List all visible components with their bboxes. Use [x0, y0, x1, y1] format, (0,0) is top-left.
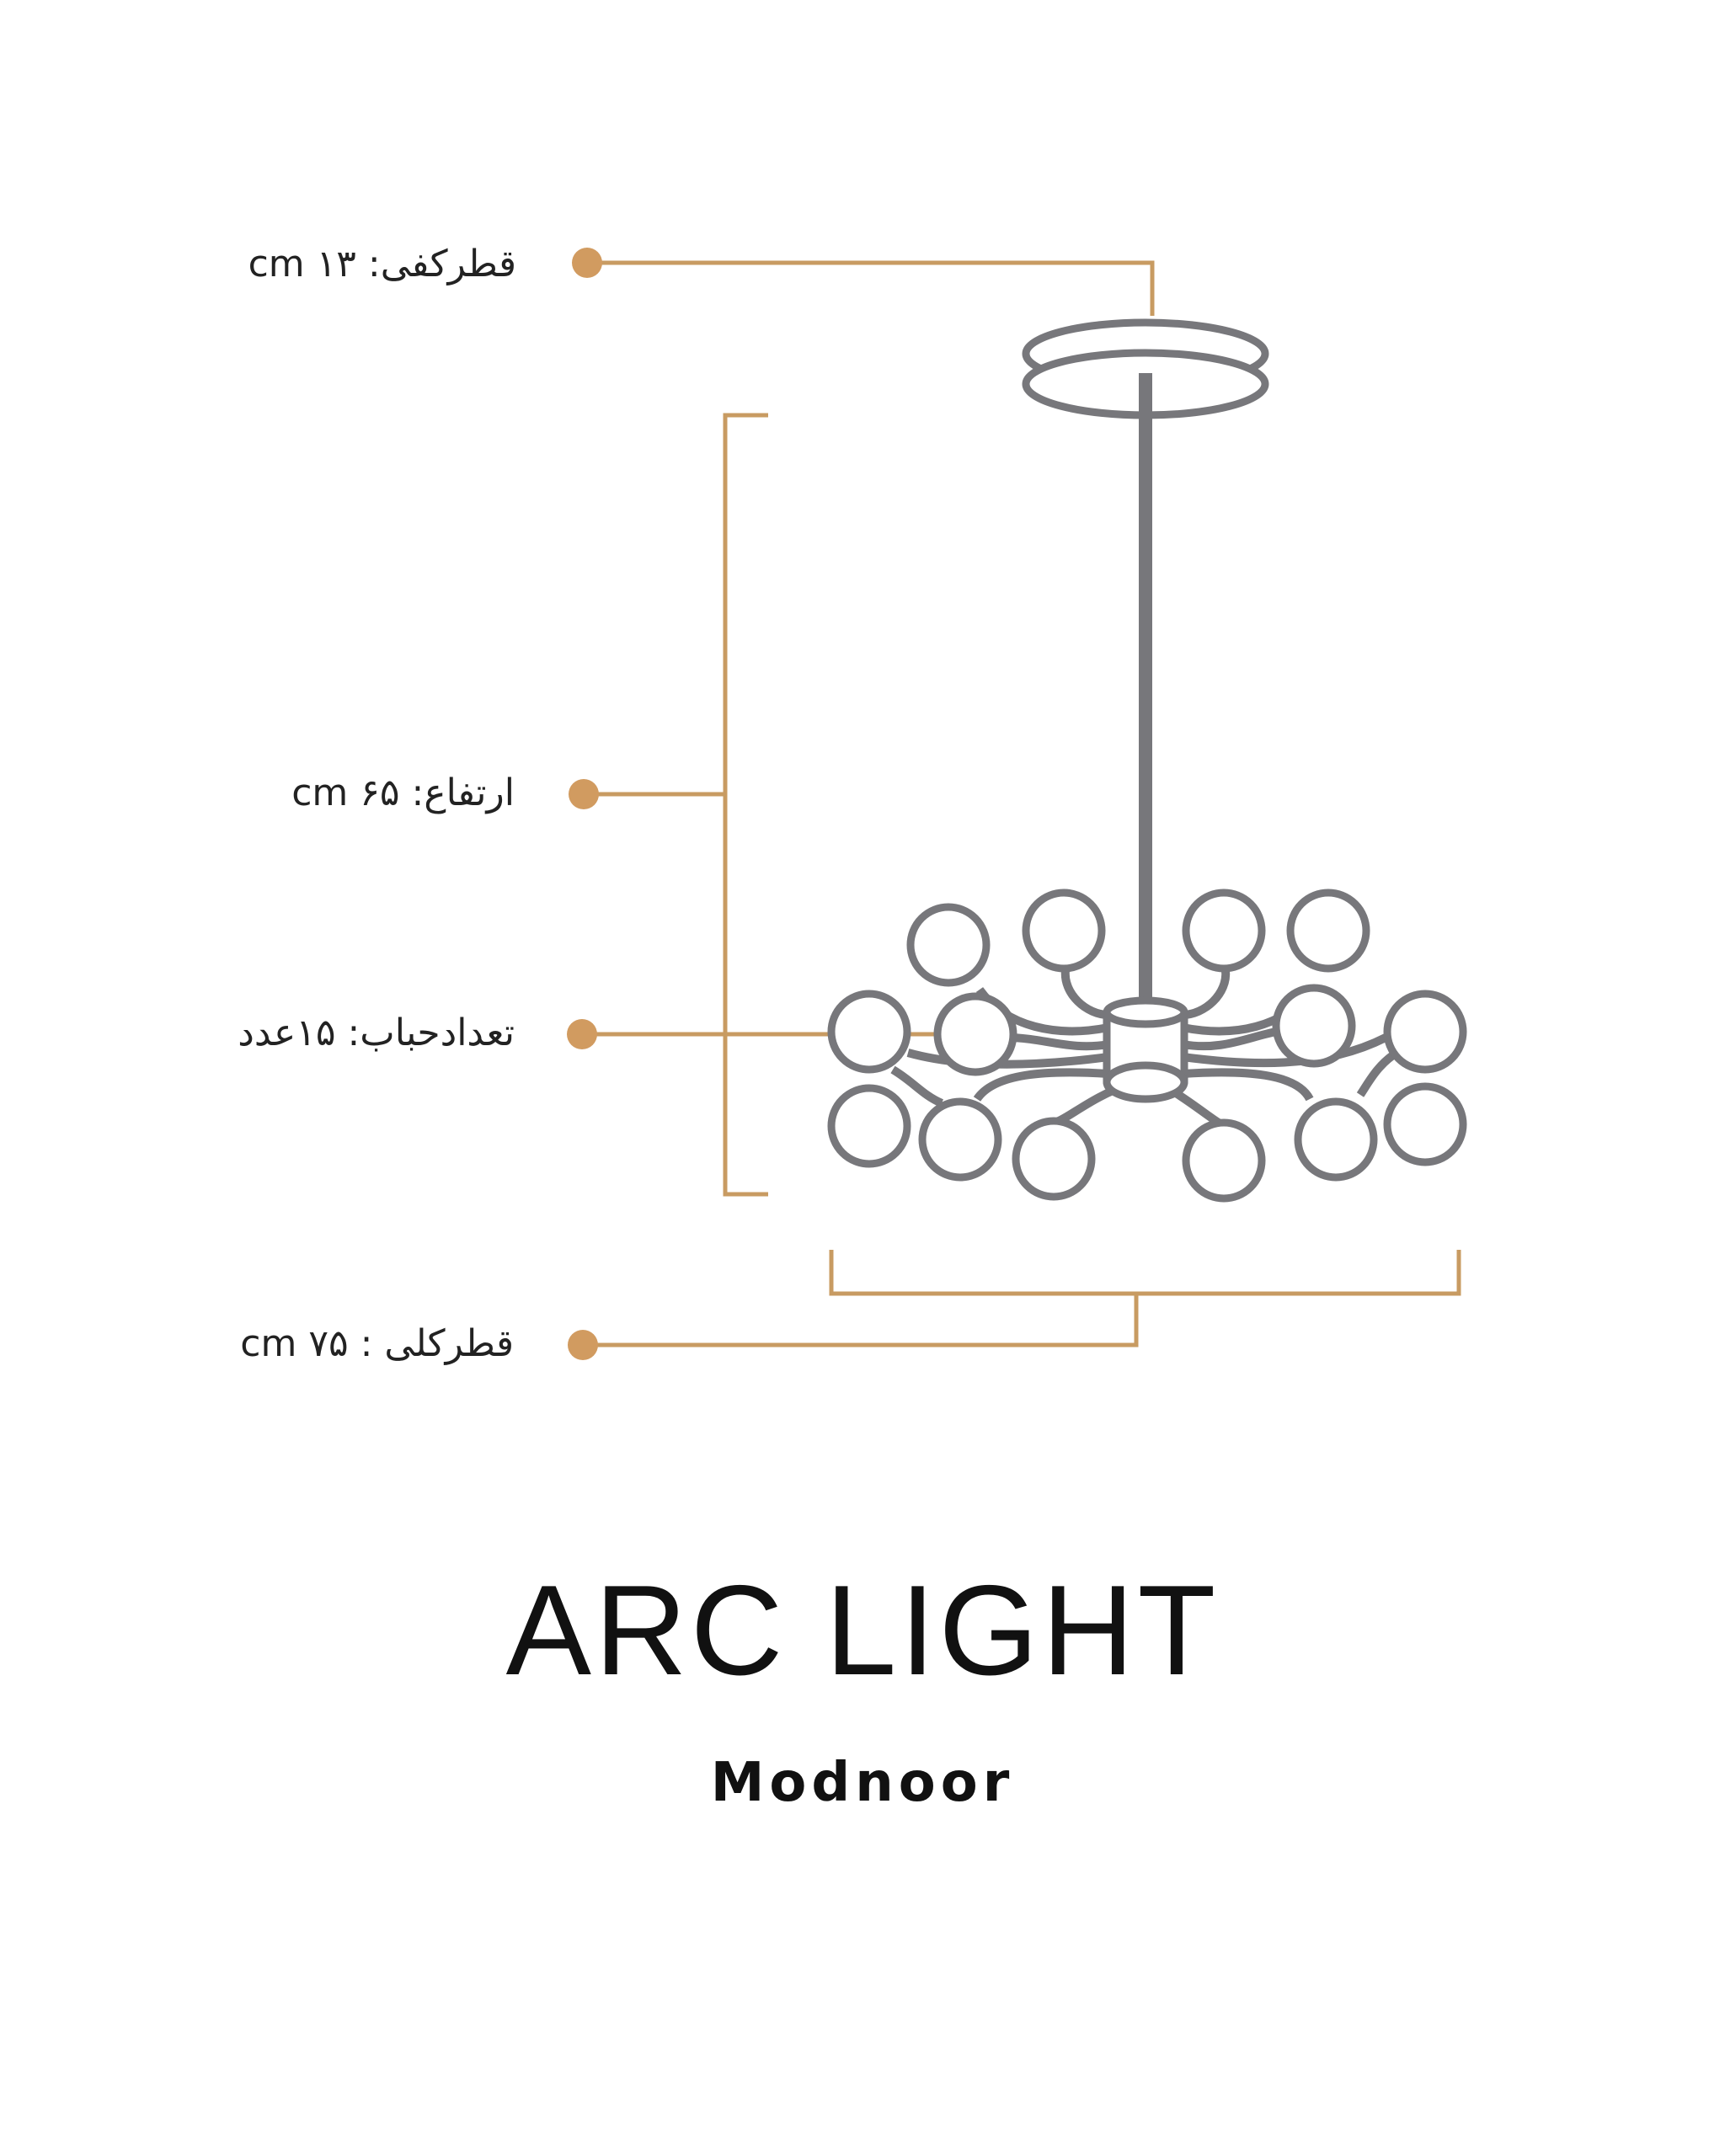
- arm: [890, 1065, 944, 1107]
- height-bracket: [723, 413, 768, 1197]
- canopy-marker-dot: [572, 248, 602, 278]
- bulb-marker-dot: [567, 1019, 597, 1049]
- globe: [1383, 1082, 1467, 1166]
- globe: [1182, 889, 1266, 973]
- arm: [1356, 1049, 1399, 1097]
- arm: [1182, 969, 1231, 1019]
- arm: [1060, 969, 1109, 1019]
- hub-top: [1103, 996, 1188, 1028]
- height-label: ارتفاع: ۶۵ cm: [291, 771, 515, 814]
- globe: [1383, 990, 1467, 1074]
- globe: [933, 992, 1017, 1076]
- canopy-leader-line: [588, 260, 1155, 316]
- globe: [827, 990, 911, 1074]
- canopy-diameter-label: قطرکفی: ۱۳ cm: [248, 243, 516, 286]
- globe: [1022, 889, 1106, 973]
- brand-logo: Modnoor: [710, 1752, 1015, 1814]
- diameter-bracket: [829, 1250, 1461, 1296]
- arm: [1182, 1027, 1277, 1051]
- globes: [827, 889, 1467, 1203]
- globe: [1182, 1118, 1266, 1203]
- chandelier-fixture: [827, 318, 1467, 1203]
- height-marker-dot: [569, 779, 599, 809]
- arm: [973, 1068, 1109, 1102]
- arm: [1182, 1033, 1388, 1068]
- hub-bottom: [1103, 1061, 1188, 1103]
- globe: [1294, 1097, 1378, 1182]
- bulb-count-label: تعدادحباب: ۱۵عدد: [238, 1011, 515, 1054]
- diameter-marker-dot: [568, 1330, 598, 1360]
- dimension-lines: [583, 260, 1461, 1348]
- globe: [1286, 889, 1370, 973]
- center-hub: [1103, 996, 1188, 1103]
- globe: [1012, 1117, 1096, 1201]
- arm: [1006, 1033, 1109, 1051]
- marker-dots: [567, 248, 602, 1360]
- arm: [1182, 1068, 1314, 1102]
- diameter-leader-line: [583, 1294, 1139, 1348]
- overall-diameter-label: قطرکلی : ۷۵ cm: [240, 1322, 514, 1365]
- globe: [918, 1097, 1002, 1182]
- product-title: ARC LIGHT: [505, 1559, 1220, 1702]
- globe: [827, 1084, 911, 1168]
- arm: [906, 1049, 1109, 1069]
- globe: [1272, 984, 1356, 1068]
- globe: [906, 903, 991, 987]
